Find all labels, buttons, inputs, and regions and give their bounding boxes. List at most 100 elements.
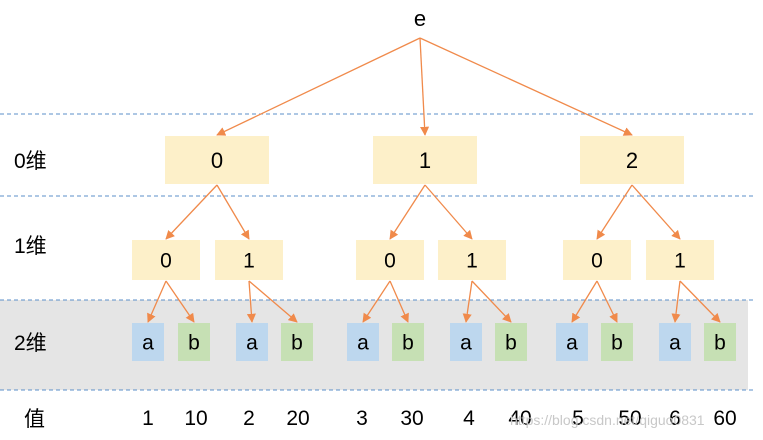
dim1-node-box — [646, 240, 714, 280]
dim2-node-label: a — [357, 332, 369, 355]
value-label: 5 — [572, 407, 584, 430]
dim1-node-label: 1 — [243, 250, 255, 273]
dim1-node-label: 0 — [384, 250, 396, 273]
edge-arrow — [679, 280, 721, 323]
dim2-node: b — [281, 323, 313, 361]
dim1-node-box — [563, 240, 631, 280]
row-label-dim0: 0维 — [14, 150, 47, 173]
dim2-node-box — [704, 323, 736, 361]
dim0-node: 2 — [580, 136, 684, 184]
dim1-node: 1 — [646, 240, 714, 280]
watermark-text: https://blog.csdn.net/qiguo0831 — [510, 412, 705, 428]
dim1-node-label: 1 — [466, 250, 478, 273]
dim2-node-box — [450, 323, 482, 361]
value-label: 2 — [243, 407, 255, 430]
edge-arrow — [147, 280, 167, 323]
dim1-node-box — [438, 240, 506, 280]
edge-arrow — [216, 184, 250, 240]
edge-arrow — [362, 280, 391, 323]
dim2-node: a — [236, 323, 268, 361]
dim2-node-box — [659, 323, 691, 361]
row-label-dim1: 1维 — [14, 235, 47, 258]
edge-arrow — [596, 280, 618, 323]
dim1-node-box — [356, 240, 424, 280]
dim0-node: 0 — [165, 136, 269, 184]
dim0-node-box — [165, 136, 269, 184]
dim2-node: a — [450, 323, 482, 361]
dim2-node: b — [495, 323, 527, 361]
dim0-node-label: 0 — [211, 148, 223, 173]
dim1-node: 0 — [356, 240, 424, 280]
edge-arrow — [462, 280, 473, 323]
dim2-node-label: b — [291, 332, 303, 355]
dim2-node-label: a — [566, 332, 578, 355]
edge-arrow — [424, 184, 473, 240]
edge-arrow — [571, 280, 598, 323]
dim2-node-box — [601, 323, 633, 361]
value-label: 1 — [142, 407, 154, 430]
dim1-node-label: 1 — [674, 250, 686, 273]
dim2-node: b — [601, 323, 633, 361]
edge-arrow — [471, 280, 512, 323]
row-label-dim2: 2维 — [14, 332, 47, 355]
dim0-node-label: 2 — [626, 148, 638, 173]
dim1-node-box — [215, 240, 283, 280]
dim2-node-label: a — [246, 332, 258, 355]
value-label: 60 — [713, 407, 736, 430]
value-label: 40 — [508, 407, 531, 430]
root-node-label: e — [414, 6, 426, 31]
dim2-node: b — [178, 323, 210, 361]
edge-arrow — [419, 37, 430, 136]
value-label: 4 — [463, 407, 475, 430]
edge-arrow — [165, 280, 195, 323]
dim2-node: a — [132, 323, 164, 361]
dim2-node-label: a — [460, 332, 472, 355]
dim0-node-box — [373, 136, 477, 184]
row-label-values: 值 — [24, 408, 45, 431]
dim2-node-box — [392, 323, 424, 361]
dim1-node: 0 — [132, 240, 200, 280]
dim2-node-box — [495, 323, 527, 361]
edge-arrow — [216, 37, 421, 136]
dim1-node-label: 0 — [160, 250, 172, 273]
dim1-node-label: 0 — [591, 250, 603, 273]
dim2-node: b — [704, 323, 736, 361]
dim2-node-label: a — [669, 332, 681, 355]
dim2-node: b — [392, 323, 424, 361]
value-label: 20 — [286, 407, 309, 430]
dim2-node-label: a — [142, 332, 154, 355]
dim2-node-label: b — [402, 332, 414, 355]
edge-arrow — [671, 280, 681, 323]
edge-arrow — [248, 280, 298, 323]
edge-arrow — [596, 184, 633, 240]
tree-edges — [147, 37, 721, 323]
value-label: 10 — [184, 407, 207, 430]
dim2-node-label: b — [611, 332, 623, 355]
dim2-node-box — [132, 323, 164, 361]
dim0-node: 1 — [373, 136, 477, 184]
value-label: 30 — [400, 407, 423, 430]
edge-arrow — [419, 37, 633, 136]
dim2-node: a — [556, 323, 588, 361]
dim1-node: 1 — [438, 240, 506, 280]
edge-arrow — [389, 280, 409, 323]
value-label: 3 — [356, 407, 368, 430]
dim2-node-box — [281, 323, 313, 361]
dim2-node-box — [556, 323, 588, 361]
dim2-node-label: b — [505, 332, 517, 355]
edge-arrow — [389, 184, 426, 240]
edge-arrow — [246, 280, 256, 323]
dim0-node-label: 1 — [419, 148, 431, 173]
dim2-node-label: b — [188, 332, 200, 355]
dim2-node-box — [178, 323, 210, 361]
dim2-node: a — [659, 323, 691, 361]
edge-arrow — [631, 184, 681, 240]
dim1-node: 0 — [563, 240, 631, 280]
value-label: 6 — [669, 407, 681, 430]
dim2-node-box — [347, 323, 379, 361]
dim1-node-box — [132, 240, 200, 280]
dim1-node: 1 — [215, 240, 283, 280]
